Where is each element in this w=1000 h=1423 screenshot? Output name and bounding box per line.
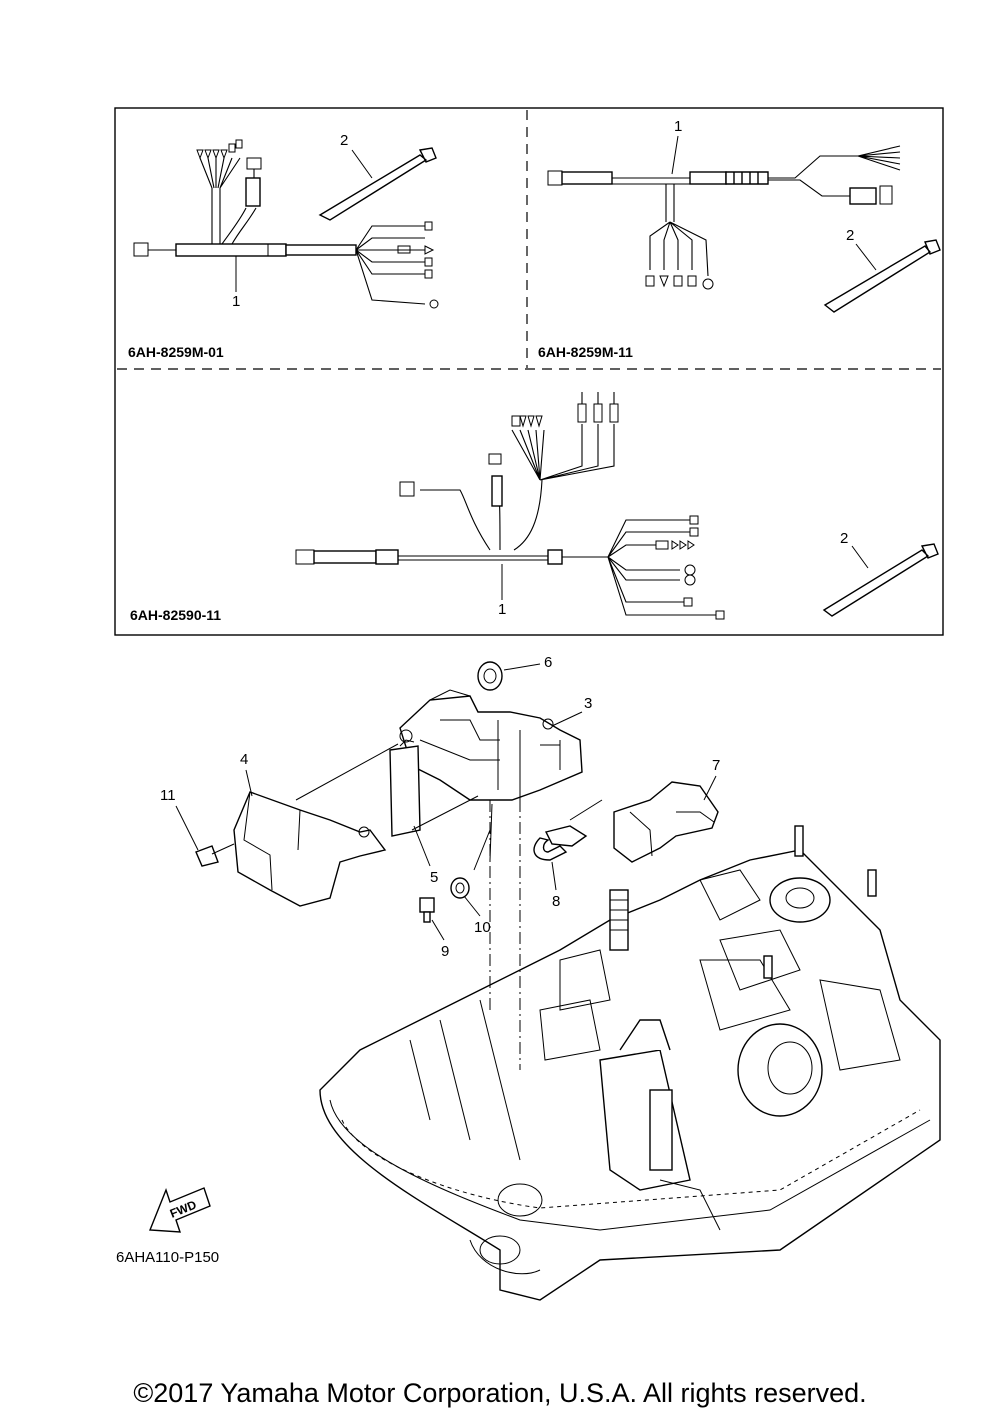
bracket-assembly (195, 661, 719, 1070)
leader-9 (431, 919, 445, 941)
engine-block (319, 825, 941, 1301)
leader-11 (175, 805, 199, 851)
callout-1-kit-a: 1 (232, 293, 240, 310)
callout-1-kit-b: 1 (674, 118, 682, 135)
figure-code: 6AHA110-P150 (116, 1249, 219, 1266)
callout-5: 5 (430, 869, 438, 886)
kit-frame (114, 107, 944, 636)
callout-11: 11 (160, 787, 176, 804)
leader-10 (463, 895, 481, 917)
harness-kit-b (547, 145, 901, 290)
callout-3: 3 (584, 695, 592, 712)
leader-8 (551, 861, 557, 891)
callout-4: 4 (240, 751, 248, 768)
callout-1-kit-c: 1 (498, 601, 506, 618)
callout-2-kit-c: 2 (840, 530, 848, 547)
leader-6 (503, 663, 541, 671)
cable-tie-kit-c (822, 543, 939, 617)
callout-8: 8 (552, 893, 560, 910)
leader-1-kit-b (671, 135, 679, 175)
leader-7 (703, 775, 717, 801)
kit-code-c: 6AH-82590-11 (130, 607, 221, 623)
kit-code-a: 6AH-8259M-01 (128, 344, 224, 360)
leader-3 (551, 711, 583, 727)
callout-6: 6 (544, 654, 552, 671)
harness-kit-a (133, 139, 439, 309)
callout-10: 10 (474, 919, 491, 936)
callout-2-kit-b: 2 (846, 227, 854, 244)
harness-kit-c (295, 392, 725, 620)
cable-tie-kit-b (823, 239, 941, 313)
leader-4 (245, 769, 253, 797)
callout-9: 9 (441, 943, 449, 960)
leader-5 (413, 825, 431, 867)
kit-code-b: 6AH-8259M-11 (538, 344, 633, 360)
callout-2-kit-a: 2 (340, 132, 348, 149)
fwd-arrow: FWD (148, 1187, 211, 1233)
leader-2-kit-c (851, 545, 869, 569)
leader-2-kit-b (855, 243, 877, 271)
callout-7: 7 (712, 757, 720, 774)
leader-2-kit-a (351, 149, 373, 179)
copyright-notice: ©2017 Yamaha Motor Corporation, U.S.A. A… (133, 1378, 867, 1408)
cable-tie-kit-a (318, 147, 437, 221)
